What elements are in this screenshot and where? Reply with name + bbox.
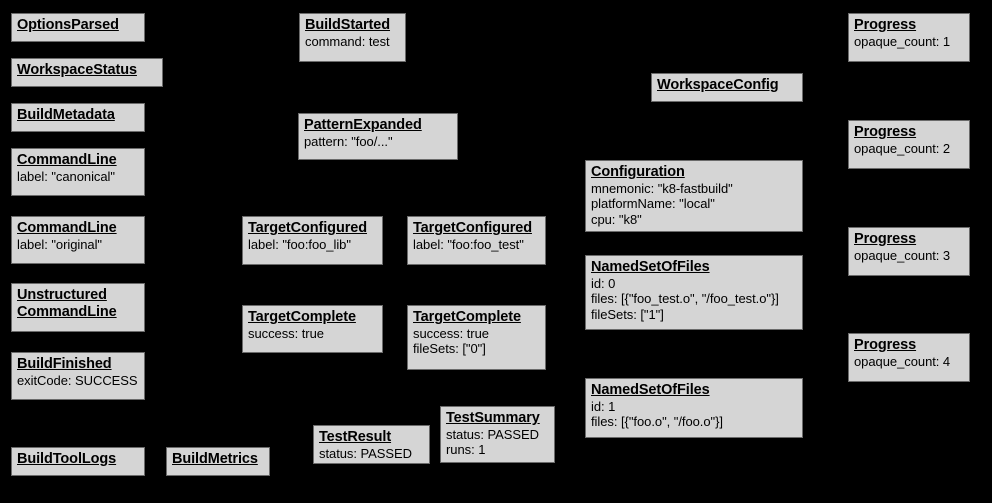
node-field: status: PASSED [446,427,539,443]
node-title: BuildFinished [17,356,112,372]
node-field: opaque_count: 4 [854,354,951,370]
node-field: opaque_count: 1 [854,34,951,50]
node-field: pattern: "foo/..." [304,134,393,150]
node-field: command: test [305,34,390,50]
node-build-tool-logs[interactable]: BuildToolLogs [11,447,145,476]
node-title: PatternExpanded [304,117,422,133]
node-field: mnemonic: "k8-fastbuild" [591,181,733,197]
node-fields: opaque_count: 4 [854,354,964,369]
node-field: fileSets: ["1"] [591,306,664,322]
node-field: opaque_count: 2 [854,141,951,157]
node-title: NamedSetOfFiles [591,382,710,398]
node-title: BuildMetadata [17,107,115,123]
node-field: exitCode: SUCCESS [17,373,138,389]
node-title: TargetComplete [248,309,356,325]
node-title: Configuration [591,164,685,180]
node-title: BuildMetrics [172,451,258,467]
node-title: BuildToolLogs [17,451,117,467]
node-options-parsed[interactable]: OptionsParsed [11,13,145,42]
node-fields: command: test [305,34,400,49]
node-field: cpu: "k8" [591,211,642,227]
node-fields: opaque_count: 1 [854,34,964,49]
node-field: id: 0 [591,276,616,292]
node-field: opaque_count: 3 [854,248,951,264]
node-title: CommandLine [17,220,117,236]
node-field: label: "foo:foo_lib" [248,237,351,253]
node-fields: label: "canonical" [17,169,139,184]
node-fields: label: "original" [17,237,139,252]
node-unstructured-command-line[interactable]: Unstructured CommandLine [11,283,145,332]
node-field: id: 1 [591,399,616,415]
node-field: runs: 1 [446,442,486,458]
node-field: platformName: "local" [591,196,715,212]
node-title: TargetConfigured [248,220,367,236]
node-field: label: "original" [17,237,102,253]
node-field: label: "canonical" [17,169,115,185]
node-fields: success: true [248,326,377,341]
node-title: Progress [854,231,917,247]
node-title: Progress [854,17,917,33]
node-workspace-config[interactable]: WorkspaceConfig [651,73,803,102]
node-title: NamedSetOfFiles [591,259,710,275]
node-title: TargetComplete [413,309,521,325]
node-title: TestSummary [446,410,540,426]
node-fields: mnemonic: "k8-fastbuild"platformName: "l… [591,181,797,227]
node-field: files: [{"foo_test.o", "/foo_test.o"}] [591,291,779,307]
node-title: TestResult [319,429,392,445]
node-title: OptionsParsed [17,17,119,33]
node-build-metadata[interactable]: BuildMetadata [11,103,145,132]
node-build-metrics[interactable]: BuildMetrics [166,447,270,476]
node-field: success: true [248,326,324,342]
node-title: WorkspaceConfig [657,77,779,93]
node-field: files: [{"foo.o", "/foo.o"}] [591,414,723,430]
node-field: status: PASSED [319,446,412,462]
node-fields: pattern: "foo/..." [304,134,452,149]
node-title: BuildStarted [305,17,391,33]
node-fields: label: "foo:foo_test" [413,237,540,252]
node-field: success: true [413,326,489,342]
node-field: fileSets: ["0"] [413,341,486,357]
node-title: Progress [854,124,917,140]
node-fields: opaque_count: 3 [854,248,964,263]
node-title: Unstructured CommandLine [17,287,117,321]
node-title: Progress [854,337,917,353]
node-title: TargetConfigured [413,220,532,236]
node-workspace-status[interactable]: WorkspaceStatus [11,58,163,87]
node-field: label: "foo:foo_test" [413,237,524,253]
node-fields: exitCode: SUCCESS [17,373,139,388]
node-title: WorkspaceStatus [17,62,137,78]
node-fields: opaque_count: 2 [854,141,964,156]
node-fields: label: "foo:foo_lib" [248,237,377,252]
node-title: CommandLine [17,152,117,168]
node-fields: status: PASSED [319,446,424,461]
